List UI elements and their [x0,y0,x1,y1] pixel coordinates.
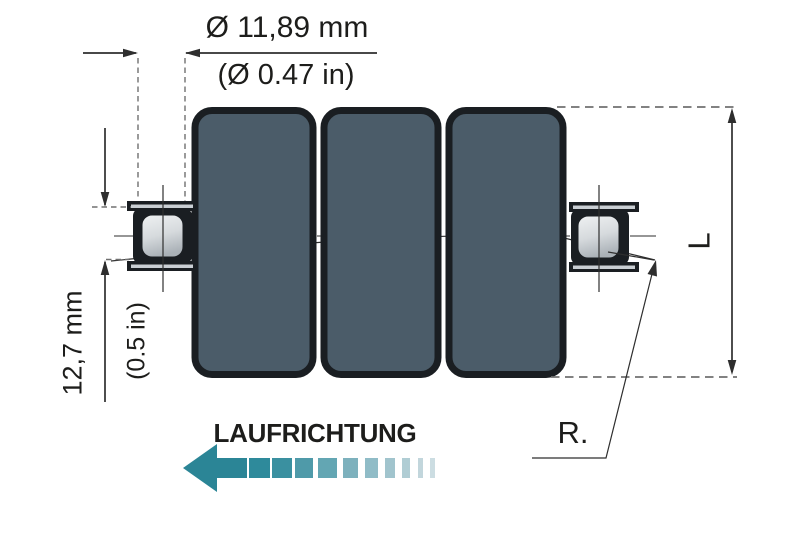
direction-arrow-segment [295,458,313,478]
diameter-mm-label: Ø 11,89 mm [205,11,369,44]
direction-arrow-segment [402,458,410,478]
arrowhead-right-icon [123,48,138,58]
diameter-in-label: (Ø 0.47 in) [217,59,355,91]
bearing-right [569,185,639,292]
bearing-left [127,185,197,292]
roller-segment-1 [191,107,317,378]
arrowhead-up-icon [647,260,657,277]
arrowhead-up-icon [100,260,110,275]
roller-segment-3 [445,107,567,378]
radius-leader [532,251,657,459]
arrowhead-down-icon [727,360,737,375]
radius-label: R. [557,415,589,450]
arrowhead-left-icon [185,48,200,58]
arrowhead-down-icon [100,192,110,207]
roller-segment-2 [320,107,442,378]
direction-arrow-segment [318,458,337,478]
direction-arrow-shaft [216,458,247,478]
height-in-label: (0.5 in) [122,302,151,380]
bearing-right-bottom-flange-stripe [573,265,635,269]
dimension-length [551,106,737,378]
direction-arrow-segment [272,458,292,478]
arrowhead-up-icon [727,108,737,123]
bearing-left-bottom-flange-stripe [131,264,193,268]
length-label: L [681,232,717,250]
direction-arrow-segment [365,458,378,478]
direction-arrow-segment [343,458,358,478]
running-direction-label: LAUFRICHTUNG [213,418,417,448]
dimension-height [92,128,131,402]
height-mm-label: 12,7 mm [57,290,88,396]
bearing-right-top-flange-stripe [573,205,635,209]
dimension-diameter [83,48,377,201]
direction-arrow-segment [430,458,435,478]
direction-arrow-segment [249,458,270,478]
direction-arrow-segment [385,458,395,478]
direction-arrow-head [183,444,217,492]
direction-arrow-segment [418,458,423,478]
roller-body [191,107,567,378]
bearing-left-top-flange-stripe [131,204,193,208]
